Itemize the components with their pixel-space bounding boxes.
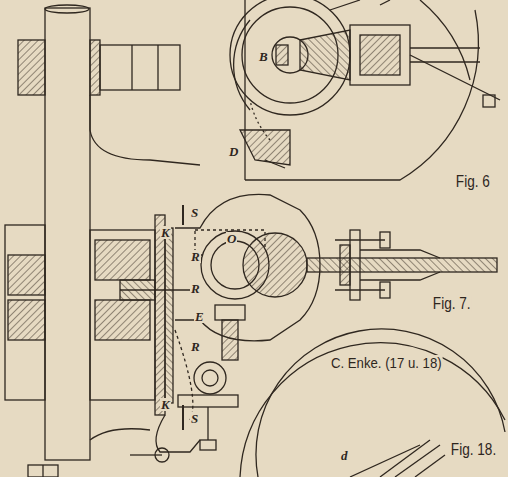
maker-note: C. Enke. (17 u. 18) xyxy=(330,355,443,370)
part-letter: K xyxy=(160,398,171,411)
part-letter: B xyxy=(258,50,269,63)
part-letter: R xyxy=(190,340,201,353)
part-letter: D xyxy=(228,145,239,158)
part-letter: O xyxy=(226,232,237,245)
figure-number: Fig. 18. xyxy=(450,442,497,458)
part-letter: E xyxy=(194,310,205,323)
part-letter: S xyxy=(190,412,199,425)
part-letter: R xyxy=(190,282,201,295)
part-letter: K xyxy=(160,226,171,239)
part-letter: S xyxy=(190,206,199,219)
figure-number: Fig. 6 xyxy=(455,174,491,190)
figure-number: Fig. 7. xyxy=(432,296,471,312)
part-letter: d xyxy=(340,449,349,462)
part-letter: R xyxy=(190,250,201,263)
